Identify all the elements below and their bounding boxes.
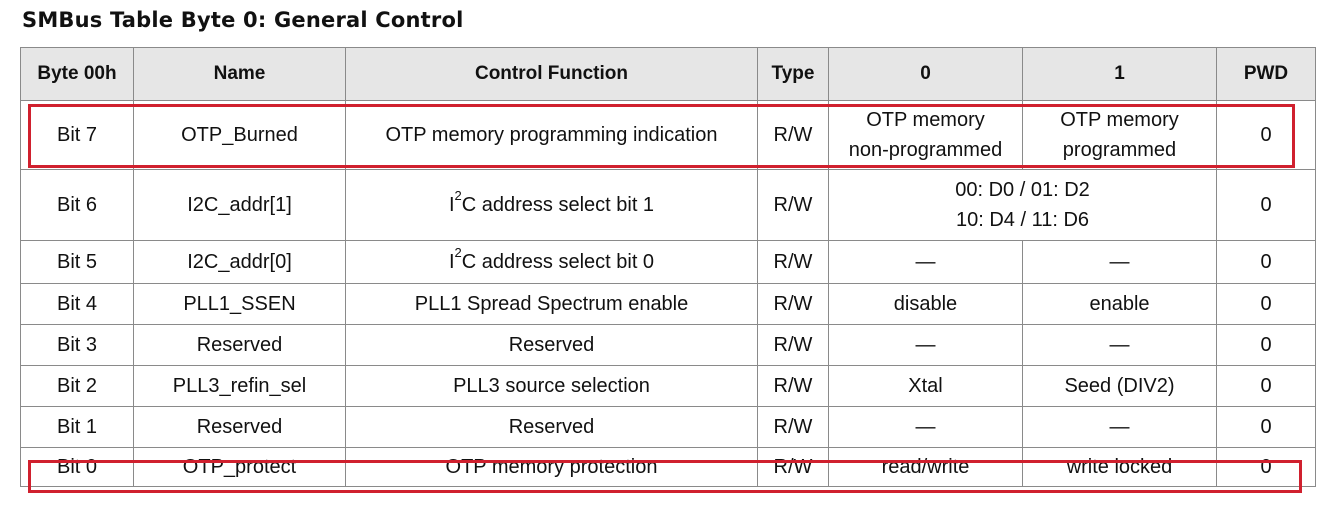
- cell-name: I2C_addr[0]: [133, 240, 346, 284]
- table-row: Bit 0 OTP_protect OTP memory protection …: [20, 447, 1316, 487]
- cell-byte: Bit 5: [20, 240, 134, 284]
- cell-pwd: 0: [1216, 447, 1316, 487]
- cell-function: Reserved: [345, 324, 758, 366]
- cell-type: R/W: [757, 406, 829, 448]
- cell-type: R/W: [757, 240, 829, 284]
- cell-byte: Bit 6: [20, 169, 134, 241]
- cell-type: R/W: [757, 283, 829, 325]
- cell-name: Reserved: [133, 406, 346, 448]
- cell-value-0: —: [828, 240, 1023, 284]
- cell-byte: Bit 1: [20, 406, 134, 448]
- cell-type: R/W: [757, 447, 829, 487]
- cell-name: OTP_Burned: [133, 100, 346, 170]
- cell-value-1-line2: programmed: [1062, 139, 1177, 161]
- cell-value-0-line2: non-programmed: [848, 139, 1003, 161]
- function-superscript: 2: [454, 245, 462, 261]
- header-type: Type: [757, 47, 829, 101]
- cell-pwd: 0: [1216, 169, 1316, 241]
- header-value-1: 1: [1022, 47, 1217, 101]
- cell-value-1: write locked: [1022, 447, 1217, 487]
- cell-byte: Bit 7: [20, 100, 134, 170]
- function-prefix: I: [448, 251, 455, 273]
- cell-type: R/W: [757, 324, 829, 366]
- cell-pwd: 0: [1216, 406, 1316, 448]
- cell-value-0: Xtal: [828, 365, 1023, 407]
- function-suffix: C address select bit 1: [461, 194, 655, 216]
- table-row: Bit 5 I2C_addr[0] I2C address select bit…: [20, 240, 1316, 284]
- cell-pwd: 0: [1216, 100, 1316, 170]
- merged-line1: 00: D0 / 01: D2: [955, 179, 1090, 201]
- cell-type: R/W: [757, 100, 829, 170]
- cell-function: PLL3 source selection: [345, 365, 758, 407]
- cell-name: PLL3_refin_sel: [133, 365, 346, 407]
- cell-value-1: enable: [1022, 283, 1217, 325]
- cell-pwd: 0: [1216, 324, 1316, 366]
- function-prefix: I: [448, 194, 455, 216]
- cell-byte: Bit 2: [20, 365, 134, 407]
- cell-value-0: OTP memory non-programmed: [828, 100, 1023, 170]
- cell-function: Reserved: [345, 406, 758, 448]
- table-row: Bit 7 OTP_Burned OTP memory programming …: [20, 100, 1316, 170]
- cell-byte: Bit 3: [20, 324, 134, 366]
- cell-value-1: OTP memory programmed: [1022, 100, 1217, 170]
- cell-value-1-line1: OTP memory: [1060, 109, 1179, 131]
- smbus-register-table: Byte 00h Name Control Function Type 0 1 …: [20, 47, 1316, 487]
- header-value-0: 0: [828, 47, 1023, 101]
- cell-value-0: —: [828, 406, 1023, 448]
- cell-type: R/W: [757, 365, 829, 407]
- cell-value-1: Seed (DIV2): [1022, 365, 1217, 407]
- cell-value-1: —: [1022, 406, 1217, 448]
- table-row: Bit 2 PLL3_refin_sel PLL3 source selecti…: [20, 365, 1316, 407]
- function-superscript: 2: [454, 188, 462, 204]
- cell-pwd: 0: [1216, 240, 1316, 284]
- cell-pwd: 0: [1216, 365, 1316, 407]
- header-name: Name: [133, 47, 346, 101]
- cell-name: OTP_protect: [133, 447, 346, 487]
- cell-value-0: disable: [828, 283, 1023, 325]
- cell-value-0: read/write: [828, 447, 1023, 487]
- table-row: Bit 6 I2C_addr[1] I2C address select bit…: [20, 169, 1316, 241]
- cell-value-0-line1: OTP memory: [866, 109, 985, 131]
- cell-function: I2C address select bit 1: [345, 169, 758, 241]
- cell-name: Reserved: [133, 324, 346, 366]
- cell-value-1: —: [1022, 240, 1217, 284]
- cell-name: PLL1_SSEN: [133, 283, 346, 325]
- table-row: Bit 4 PLL1_SSEN PLL1 Spread Spectrum ena…: [20, 283, 1316, 325]
- header-byte: Byte 00h: [20, 47, 134, 101]
- table-header-row: Byte 00h Name Control Function Type 0 1 …: [20, 47, 1316, 101]
- cell-pwd: 0: [1216, 283, 1316, 325]
- cell-type: R/W: [757, 169, 829, 241]
- table-title: SMBus Table Byte 0: General Control: [22, 8, 464, 32]
- cell-name: I2C_addr[1]: [133, 169, 346, 241]
- cell-value-1: —: [1022, 324, 1217, 366]
- header-control-function: Control Function: [345, 47, 758, 101]
- cell-function: PLL1 Spread Spectrum enable: [345, 283, 758, 325]
- cell-function: OTP memory protection: [345, 447, 758, 487]
- table-row: Bit 1 Reserved Reserved R/W — — 0: [20, 406, 1316, 448]
- cell-merged-values: 00: D0 / 01: D2 10: D4 / 11: D6: [828, 169, 1217, 241]
- header-pwd: PWD: [1216, 47, 1316, 101]
- merged-line2: 10: D4 / 11: D6: [955, 209, 1090, 231]
- cell-value-0: —: [828, 324, 1023, 366]
- table-row: Bit 3 Reserved Reserved R/W — — 0: [20, 324, 1316, 366]
- cell-byte: Bit 0: [20, 447, 134, 487]
- function-suffix: C address select bit 0: [461, 251, 655, 273]
- cell-function: OTP memory programming indication: [345, 100, 758, 170]
- cell-function: I2C address select bit 0: [345, 240, 758, 284]
- cell-byte: Bit 4: [20, 283, 134, 325]
